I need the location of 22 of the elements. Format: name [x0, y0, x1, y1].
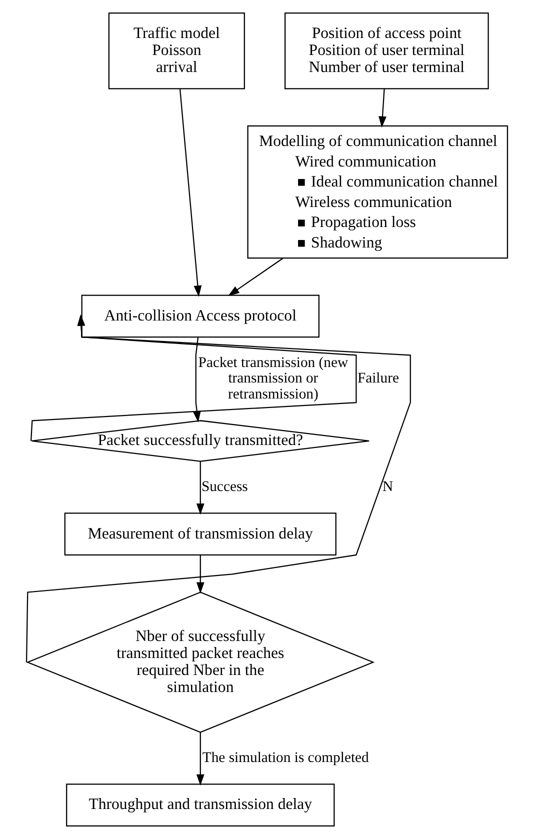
edge-label: Packet transmission (new transmission or retransmission) — [198, 354, 348, 402]
edge-label: Success — [200, 479, 248, 496]
arrow — [378, 88, 386, 128]
node-box: Measurement of transmission delay — [64, 512, 336, 556]
node-box: Throughput and transmission delay — [66, 784, 334, 827]
arrow — [192, 337, 200, 422]
arrow — [196, 461, 204, 515]
arrow — [30, 314, 356, 441]
arrow — [196, 555, 204, 594]
node-box: Traffic model Poisson arrival — [108, 12, 244, 90]
arrow — [178, 89, 202, 297]
node-box: Anti-collision Access protocol — [80, 294, 319, 338]
arrow — [228, 258, 283, 296]
node-diamond: Nber of successfully transmitted packet reaches required Nber in the simulation — [26, 592, 374, 733]
node-box: Modelling of communication channel Wired communication Ideal communication channel Wireless communication Propagation loss Shadowing — [246, 125, 508, 259]
node-box: Position of access point Position of user terminal Number of user terminal — [284, 12, 488, 90]
edge-label: N — [382, 479, 393, 496]
node-diamond: Packet successfully transmitted? — [30, 420, 370, 462]
arrow — [25, 314, 410, 662]
edge-label: Failure — [356, 370, 398, 387]
arrow — [196, 732, 204, 786]
edge-label: The simulation is completed — [202, 750, 368, 766]
